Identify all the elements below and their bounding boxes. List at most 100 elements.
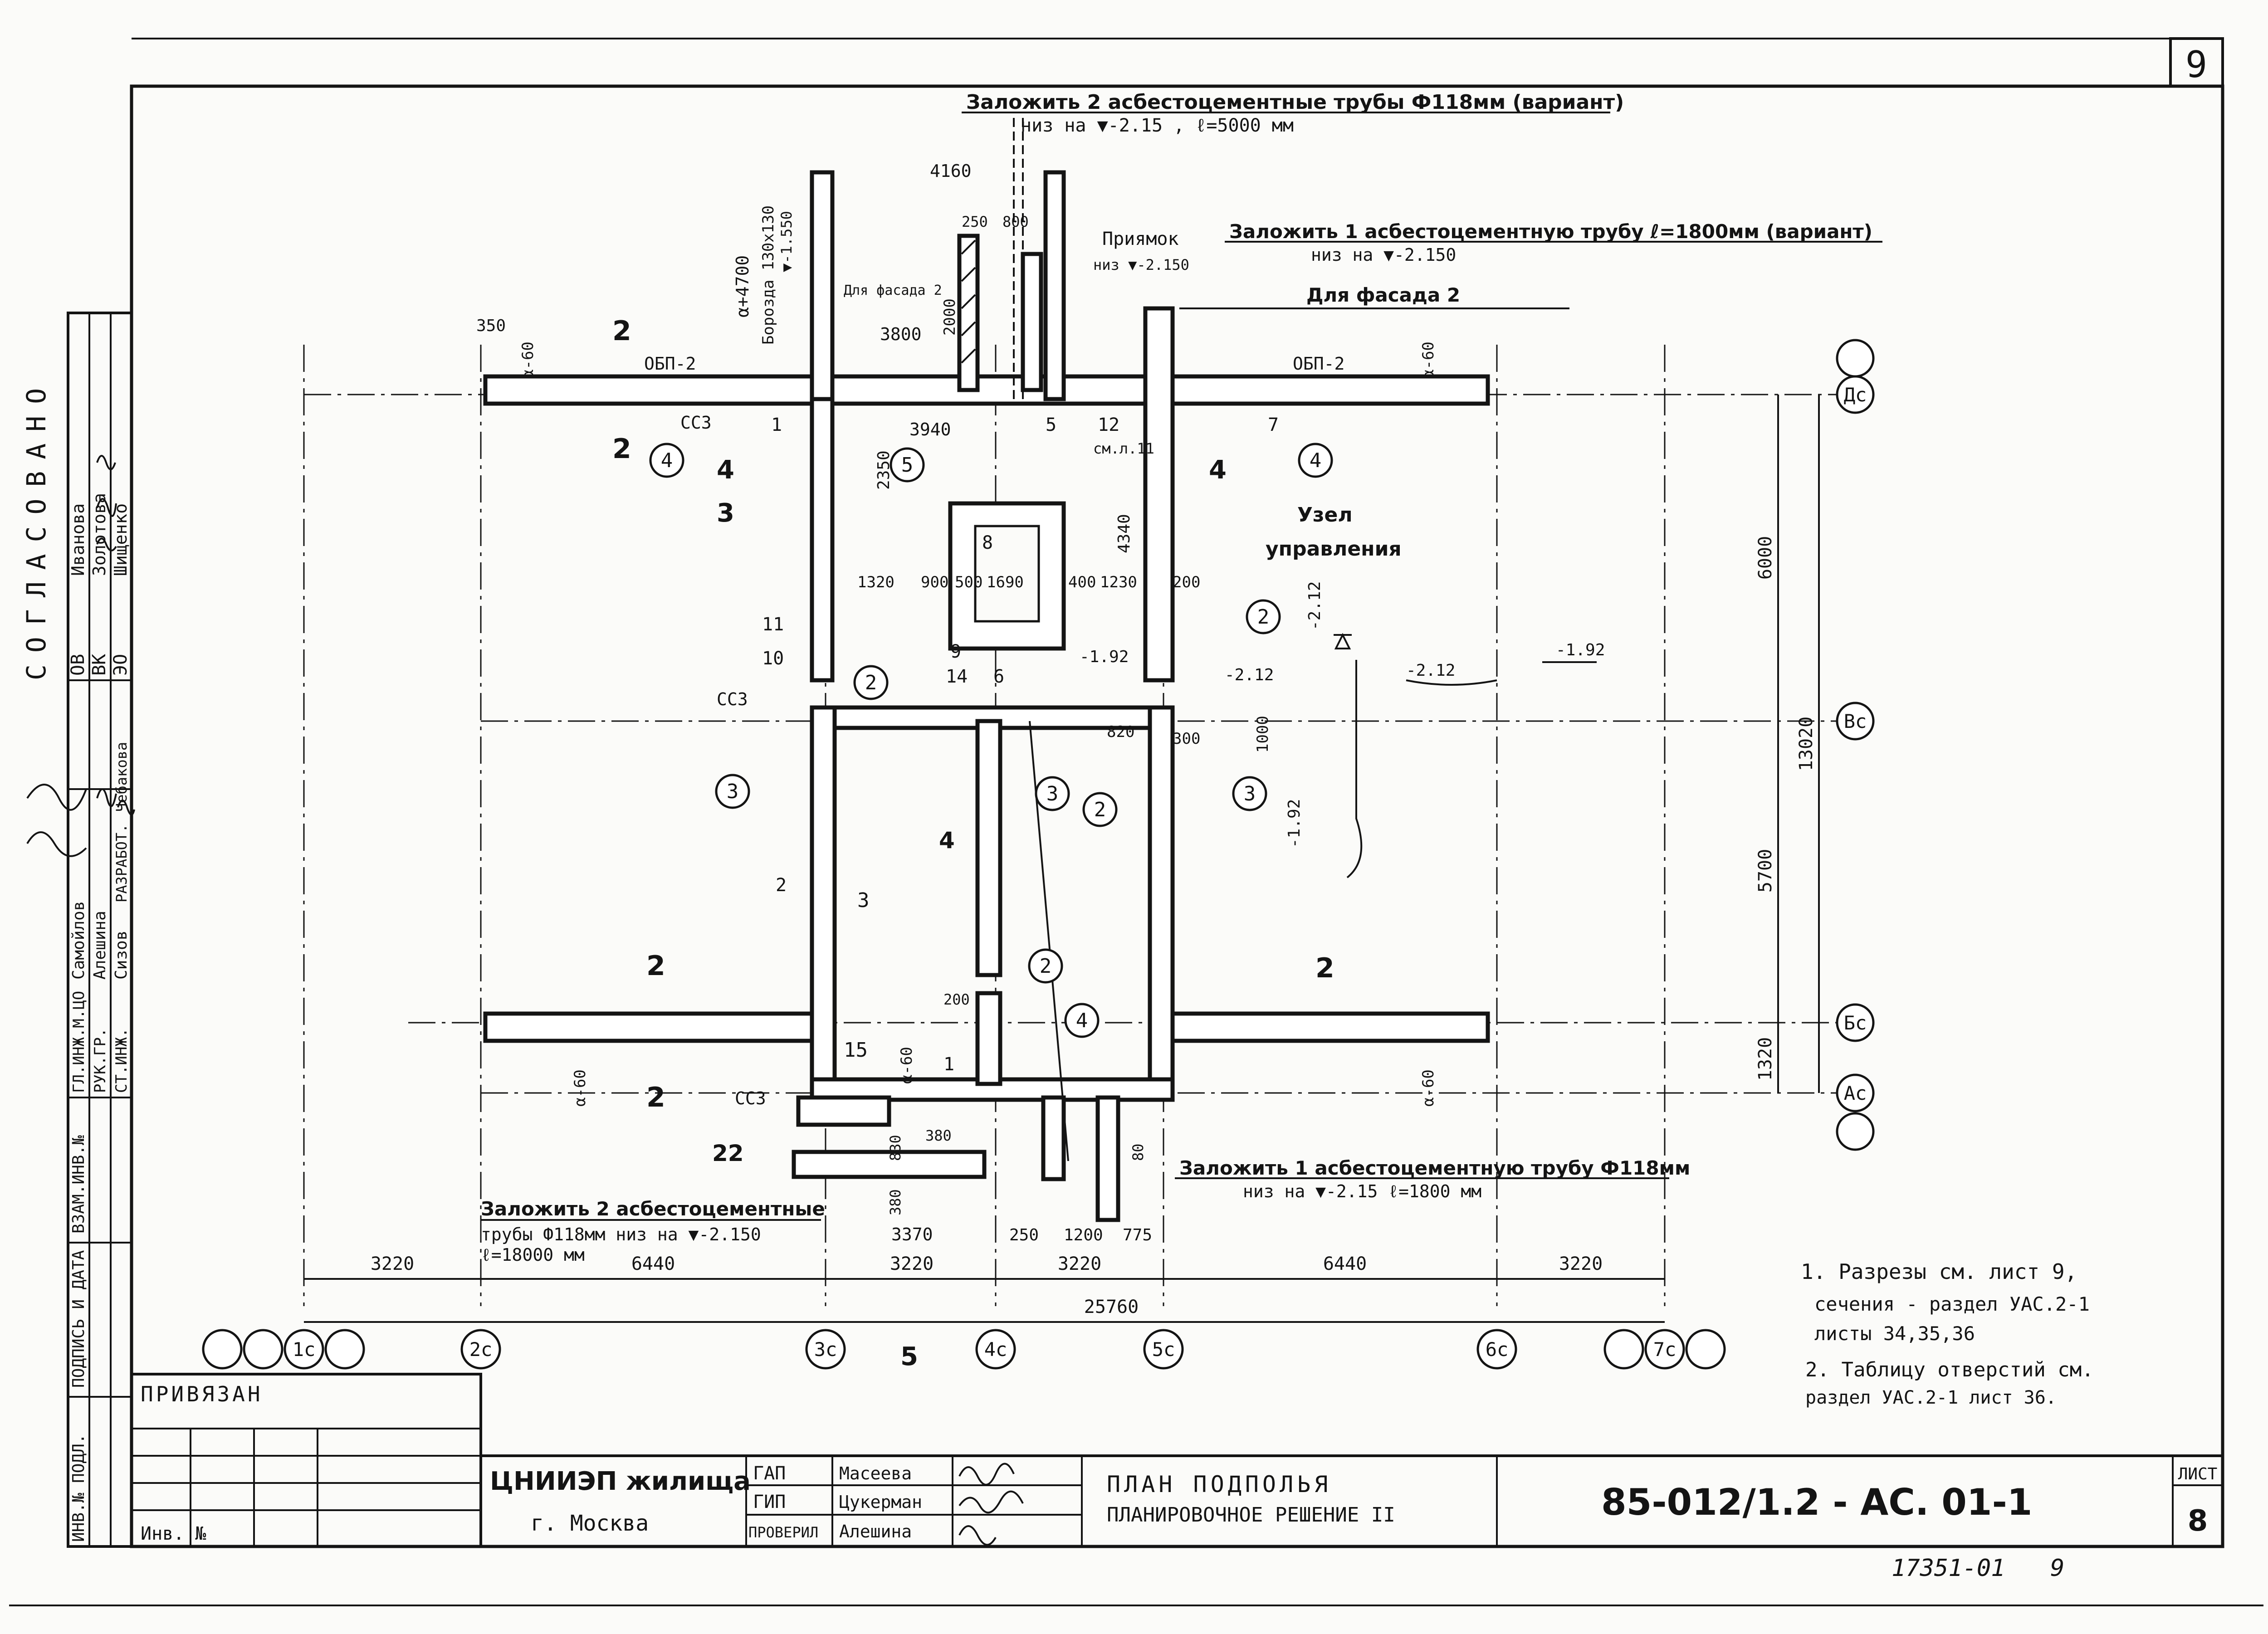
dim-right-5700: 5700 xyxy=(1755,849,1776,893)
staff-signatures-mark xyxy=(26,784,135,857)
wall-mark-8: 8 xyxy=(982,532,993,553)
pit-right-wall xyxy=(1021,252,1043,392)
agreed-dept-2: ВК xyxy=(89,654,110,676)
name-gip: Цукерман xyxy=(839,1492,922,1512)
role-gip: ГИП xyxy=(753,1492,786,1512)
circle-mark-7: 3 xyxy=(1046,782,1059,805)
dim-right-6000: 6000 xyxy=(1755,536,1776,580)
axis-label-dc: Дс xyxy=(1844,384,1867,406)
ring-right-bottom xyxy=(1836,1112,1875,1151)
ring-right-top xyxy=(1836,339,1875,378)
wall-core-right xyxy=(1148,705,1175,1100)
section-mark-3: 2 xyxy=(646,950,665,982)
dim-right-13020: 13020 xyxy=(1796,717,1817,771)
alpha60-top-left: α-60 xyxy=(519,341,537,379)
callout-top-pipes-level: низ на ▼-2.15 , ℓ=5000 мм xyxy=(1021,115,1294,136)
name-gap: Масеева xyxy=(839,1463,912,1483)
dim-250: 250 xyxy=(1009,1226,1039,1244)
bottom-axis-markers: 1с 2с 3с 4с 5с 6с 7с xyxy=(202,1329,1726,1370)
wall-core-partition xyxy=(975,719,1002,977)
dim-4160: 4160 xyxy=(930,161,972,181)
dim-800: 800 xyxy=(1002,213,1029,230)
corner-page-box xyxy=(2169,37,2224,88)
ring-bottom-3 xyxy=(324,1329,365,1370)
callout-pit: Приямок xyxy=(1102,229,1179,249)
callout-bottom-right: Заложить 1 асбестоцементную трубу Ф118мм xyxy=(1179,1157,1690,1179)
axis-bubble-7c xyxy=(1644,1329,1685,1370)
dim-4340: 4340 xyxy=(1115,514,1134,553)
axis-bubble-2c xyxy=(460,1329,501,1370)
alpha60-top-right: α-60 xyxy=(1419,341,1437,379)
circle-mark-bubble-2 xyxy=(1298,443,1333,478)
ss3-top: СС3 xyxy=(680,413,712,433)
ring-bottom-5 xyxy=(1685,1329,1726,1370)
axis-label-1c: 1с xyxy=(293,1338,316,1361)
wall-lower-mid-leg xyxy=(1041,1095,1066,1181)
axis-bubble-ac xyxy=(1836,1073,1875,1112)
circle-mark-bubble-3 xyxy=(890,447,925,483)
level-5: -2.12 xyxy=(1225,666,1274,684)
callout-groove: Борозда 130х130 xyxy=(759,205,777,345)
wall-left-upper xyxy=(810,397,835,683)
left-approval-stamp: СОГЛАСОВАНО ОВ ВК ЭО Иванова Золотова Ши… xyxy=(21,312,135,1548)
agreed-name-1: Иванова xyxy=(68,503,88,576)
circle-mark-5: 2 xyxy=(1257,605,1270,629)
sheet-label: ЛИСТ xyxy=(2178,1465,2218,1483)
callout-bottom-right-level: низ на ▼-2.15 ℓ=1800 мм xyxy=(1243,1181,1481,1201)
wall-right-upper xyxy=(1143,306,1175,683)
dim-1230: 1230 xyxy=(1100,573,1137,591)
wall-bottom-left-strip xyxy=(483,1011,814,1043)
dim-300: 300 xyxy=(1173,730,1200,748)
dim-830: 830 xyxy=(887,1135,904,1161)
org-city: г. Москва xyxy=(531,1511,649,1536)
binding-inv: Инв. № xyxy=(141,1523,206,1544)
circle-mark-4: 2 xyxy=(865,671,877,694)
right-axis-markers: Дс Вс Бс Ас xyxy=(1836,339,1875,1151)
side-field-replace: ВЗАМ.ИНВ.№ xyxy=(69,1135,88,1234)
circle-mark-1: 4 xyxy=(661,449,673,472)
dim-1690: 1690 xyxy=(987,573,1024,591)
wall-mark-14: 14 xyxy=(946,666,968,687)
wall-mark-1-top: 1 xyxy=(771,415,782,435)
side-field-signature: ПОДПИСЬ И ДАТА xyxy=(69,1250,88,1388)
wall-top-right-stub xyxy=(1043,170,1066,401)
obp-left: ОБП-2 xyxy=(644,354,696,374)
dimension-lines xyxy=(304,395,1820,1323)
level-4: -1.92 xyxy=(1285,799,1304,848)
hatch-2 xyxy=(961,267,976,282)
wall-mark-11: 11 xyxy=(762,614,784,635)
title-signatures-mark xyxy=(958,1463,1024,1546)
wall-mark-7: 7 xyxy=(1268,415,1279,435)
dim-350: 350 xyxy=(476,317,506,335)
callout-right-pipe-level: низ на ▼-2.150 xyxy=(1311,245,1456,265)
pit-hatching xyxy=(961,239,976,364)
dim-820: 820 xyxy=(1107,723,1134,741)
dim-2350: 2350 xyxy=(875,450,893,490)
wall-mark-5: 5 xyxy=(1046,415,1056,435)
left-stamp-border xyxy=(67,312,133,1548)
ss3-mid: СС3 xyxy=(717,689,748,709)
axis-bubble-dc xyxy=(1836,375,1875,414)
circle-mark-bubble-4 xyxy=(853,665,889,700)
staff-name-3: Сизов xyxy=(112,931,131,980)
axis-label-7c: 7с xyxy=(1653,1338,1677,1361)
see-sheet-11: см.л.11 xyxy=(1093,440,1154,457)
callout-top-pipes: Заложить 2 асбестоцементные трубы Ф118мм… xyxy=(966,91,1624,114)
section-mark-10: 5 xyxy=(900,1342,918,1371)
dim-right-1320: 1320 xyxy=(1755,1037,1776,1081)
axis-label-3c: 3с xyxy=(814,1338,837,1361)
dim-1200: 1200 xyxy=(1064,1226,1103,1244)
wall-mark-9: 9 xyxy=(950,641,961,662)
dim-bottom-1: 3220 xyxy=(371,1254,414,1274)
wall-mark-6: 6 xyxy=(993,666,1004,687)
role-checked: ПРОВЕРИЛ xyxy=(748,1524,818,1541)
notes-block: 1. Разрезы см. лист 9, сечения - раздел … xyxy=(1801,1259,2094,1408)
circle-mark-bubble-11 xyxy=(1064,1003,1100,1038)
axis-label-5c: 5с xyxy=(1152,1338,1175,1361)
section-mark-5: 2 xyxy=(1315,952,1334,984)
section-mark-8: 3 xyxy=(717,498,734,528)
circle-mark-bubble-8 xyxy=(1232,776,1267,811)
axis-label-4c: 4с xyxy=(984,1338,1007,1361)
